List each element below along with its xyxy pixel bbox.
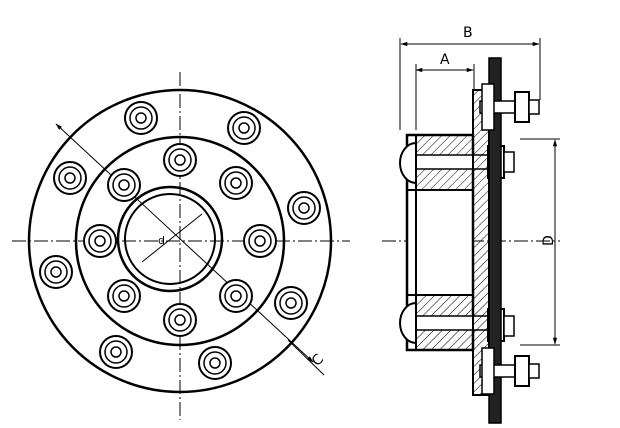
outer-washer-top [481, 83, 495, 131]
outer-bolt-ring [39, 101, 321, 380]
outer-stud-nut-top [514, 91, 530, 123]
bolt-head [198, 346, 232, 380]
label-B: B [463, 25, 473, 41]
inner-thread-top [503, 151, 515, 173]
outer-flange-circle [27, 88, 333, 394]
bolt-head [287, 191, 321, 225]
c-ext-line [287, 339, 325, 376]
bolt-head [39, 255, 73, 289]
outer-stud-tip-bottom [528, 363, 540, 379]
diameter-C-leader [55, 123, 314, 363]
bolt-head [163, 303, 197, 337]
mounting-face [488, 57, 502, 424]
bolt-head [219, 279, 253, 313]
bolt-head [243, 224, 277, 258]
bolt-head [53, 161, 87, 195]
bolt-head [99, 335, 133, 369]
bolt-cap-bottom [399, 301, 417, 345]
outer-stud-nut-bottom [514, 355, 530, 387]
inner-thread-bottom [503, 315, 515, 337]
inner-bolt-ring [83, 143, 277, 337]
bolt-cap-top [399, 141, 417, 185]
bolt-head [107, 279, 141, 313]
label-A: A [440, 52, 450, 68]
label-D: D [541, 235, 557, 246]
bolt-head [219, 166, 253, 200]
bolt-head [124, 101, 158, 135]
bolt-head [107, 168, 141, 202]
bolt-head [163, 143, 197, 177]
label-d: d [158, 234, 165, 247]
bore-diameter-line [141, 213, 203, 263]
bolt-head [83, 224, 117, 258]
front-view [12, 72, 350, 420]
bolt-head [227, 111, 261, 145]
bolt-head [274, 286, 308, 320]
side-view [382, 38, 560, 424]
outer-stud-tip-top [528, 99, 540, 115]
outer-washer-bottom [481, 347, 495, 395]
label-C: C [309, 351, 327, 369]
